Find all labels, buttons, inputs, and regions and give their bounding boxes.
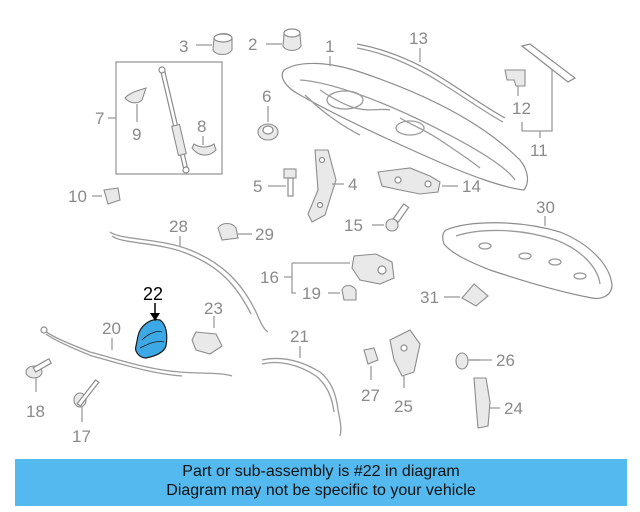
callout-7: 7	[95, 109, 104, 128]
callout-19: 19	[302, 284, 321, 303]
latch-part-14[interactable]	[377, 167, 441, 195]
hood-seal-part-13[interactable]	[356, 43, 506, 123]
bolt-part-17[interactable]	[73, 379, 100, 408]
clip-part-10[interactable]	[103, 187, 121, 205]
callout-18: 18	[26, 402, 45, 421]
info-banner: Part or sub-assembly is #22 in diagram D…	[15, 459, 627, 506]
bolt-part-18[interactable]	[25, 357, 53, 379]
callout-21: 21	[290, 327, 309, 346]
hinge-part-4[interactable]	[307, 149, 337, 223]
hood-panel-part-1[interactable]	[281, 62, 529, 191]
callout-29: 29	[255, 225, 274, 244]
release-handle-part-23[interactable]	[191, 331, 223, 355]
cap-part-19[interactable]	[341, 284, 357, 301]
callout-20: 20	[102, 319, 121, 338]
callout-22: 22	[143, 284, 163, 304]
callout-5: 5	[253, 177, 262, 196]
callout-31: 31	[420, 288, 439, 307]
callout-23: 23	[204, 299, 223, 318]
prop-rod-part-7[interactable]	[158, 66, 190, 174]
callout-3: 3	[179, 37, 188, 56]
callout-12: 12	[512, 99, 531, 118]
banner-line-part: Part or sub-assembly is #22 in diagram	[182, 463, 460, 480]
screw-part-15[interactable]	[385, 203, 410, 232]
callout-14: 14	[462, 177, 481, 196]
bolt-part-5[interactable]	[283, 168, 297, 197]
callout-26: 26	[496, 351, 515, 370]
callout-4: 4	[348, 175, 357, 194]
clip-part-27[interactable]	[363, 347, 379, 365]
callout-1: 1	[325, 37, 334, 56]
callout-10: 10	[68, 187, 87, 206]
callout-13: 13	[409, 29, 428, 48]
bumper-part-29[interactable]	[217, 222, 239, 241]
bracket-part-25[interactable]	[389, 329, 421, 377]
callout-17: 17	[72, 427, 91, 446]
bracket-part-9[interactable]	[124, 87, 147, 104]
callout-27: 27	[361, 386, 380, 405]
clip-part-12[interactable]	[504, 69, 526, 87]
callout-8: 8	[197, 117, 206, 136]
screw-part-26[interactable]	[455, 352, 480, 370]
callout-labels: 1 2 3 4 5 6 7 8 9 10 11 12 13 14 15 16 1…	[26, 29, 555, 446]
callout-28: 28	[169, 217, 188, 236]
callout-9: 9	[132, 125, 141, 144]
callout-16: 16	[260, 268, 279, 287]
callout-24: 24	[504, 399, 523, 418]
bumper-part-3[interactable]	[212, 32, 233, 56]
callout-2: 2	[248, 35, 257, 54]
bumper-part-2[interactable]	[282, 28, 302, 52]
strip-part-11[interactable]	[520, 43, 577, 83]
insulator-part-30[interactable]	[442, 222, 613, 300]
release-cable-part-28[interactable]	[109, 231, 269, 333]
callout-25: 25	[394, 397, 413, 416]
highlighted-part-22[interactable]	[135, 319, 168, 359]
cable-part-21[interactable]	[261, 357, 342, 437]
bracket-part-31[interactable]	[461, 283, 489, 307]
callout-15: 15	[344, 216, 363, 235]
banner-line-disclaimer: Diagram may not be specific to your vehi…	[166, 482, 476, 499]
release-cable-part-20[interactable]	[40, 326, 233, 377]
callout-30: 30	[536, 198, 555, 217]
callout-11: 11	[530, 141, 548, 160]
bracket-part-24[interactable]	[473, 377, 491, 429]
callout-6: 6	[262, 87, 271, 106]
grommet-part-6[interactable]	[257, 123, 279, 141]
latch-assembly-part-16[interactable]	[351, 253, 395, 285]
bracket-part-8[interactable]	[191, 143, 217, 156]
